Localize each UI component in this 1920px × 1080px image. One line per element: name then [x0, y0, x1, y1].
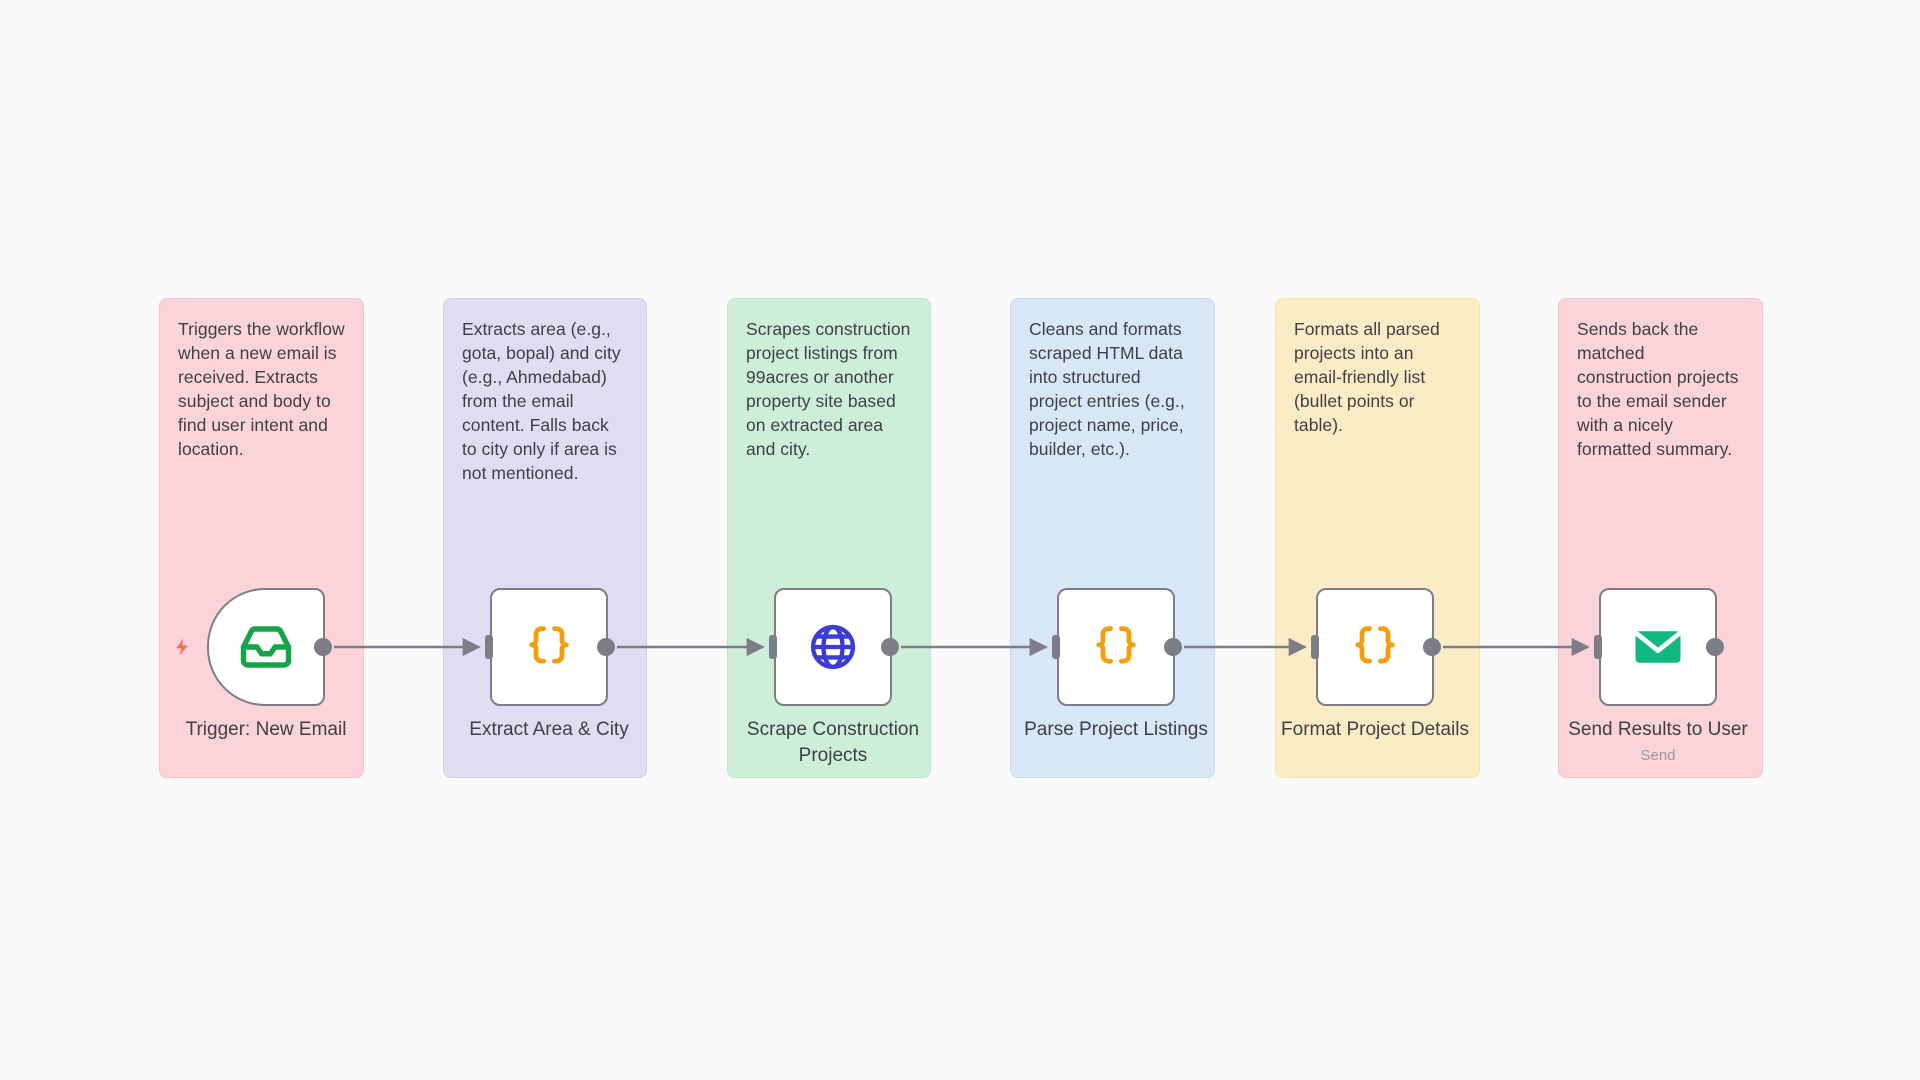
- node-parse-project-listings[interactable]: Parse Project Listings: [1024, 588, 1208, 743]
- node-input-port[interactable]: [769, 635, 777, 659]
- sticky-note-text: Sends back the matched construction proj…: [1577, 319, 1744, 459]
- node-body[interactable]: [176, 588, 332, 706]
- node-extract-area-city[interactable]: Extract Area & City: [469, 588, 629, 743]
- node-output-port[interactable]: [1706, 638, 1724, 656]
- sticky-note-6[interactable]: Sends back the matched construction proj…: [1558, 298, 1763, 778]
- node-label: Trigger: New Email: [185, 719, 347, 740]
- node-body[interactable]: [1311, 588, 1441, 706]
- envelope-icon: [1631, 620, 1685, 674]
- inbox-icon: [239, 620, 293, 674]
- node-output-port[interactable]: [1423, 638, 1441, 656]
- node-body[interactable]: [1594, 588, 1724, 706]
- node-input-port[interactable]: [1311, 635, 1319, 659]
- node-label: Format Project Details: [1281, 719, 1469, 740]
- node-send-results-to-user[interactable]: Send Results to User Send: [1568, 588, 1748, 767]
- node-scrape-construction-projects[interactable]: Scrape Construction Projects: [747, 588, 919, 769]
- code-braces-icon: [523, 621, 575, 673]
- code-braces-icon: [1090, 621, 1142, 673]
- node-output-port[interactable]: [1164, 638, 1182, 656]
- node-label: Send Results to User: [1568, 719, 1748, 740]
- node-format-project-details[interactable]: Format Project Details: [1281, 588, 1469, 743]
- lightning-bolt-icon: [171, 634, 193, 660]
- node-label: Scrape Construction Projects: [746, 719, 920, 766]
- node-trigger-new-email[interactable]: Trigger: New Email: [176, 588, 346, 743]
- node-output-port[interactable]: [314, 638, 332, 656]
- sticky-note-text: Cleans and formats scraped HTML data int…: [1029, 319, 1190, 459]
- node-sublabel: Send: [1640, 747, 1676, 764]
- node-body[interactable]: [769, 588, 899, 706]
- node-label: Parse Project Listings: [1024, 719, 1208, 740]
- globe-icon: [807, 621, 859, 673]
- node-input-port[interactable]: [485, 635, 493, 659]
- sticky-note-text: Formats all parsed projects into an emai…: [1294, 319, 1445, 435]
- sticky-note-text: Triggers the workflow when a new email i…: [178, 319, 350, 459]
- sticky-note-text: Scrapes construction project listings fr…: [746, 319, 916, 459]
- node-input-port[interactable]: [1052, 635, 1060, 659]
- sticky-note-5[interactable]: Formats all parsed projects into an emai…: [1275, 298, 1480, 778]
- node-output-port[interactable]: [597, 638, 615, 656]
- node-body[interactable]: [485, 588, 615, 706]
- node-body[interactable]: [1052, 588, 1182, 706]
- sticky-note-text: Extracts area (e.g., gota, bopal) and ci…: [462, 319, 626, 483]
- code-braces-icon: [1349, 621, 1401, 673]
- node-input-port[interactable]: [1594, 635, 1602, 659]
- node-output-port[interactable]: [881, 638, 899, 656]
- node-label: Extract Area & City: [469, 719, 629, 740]
